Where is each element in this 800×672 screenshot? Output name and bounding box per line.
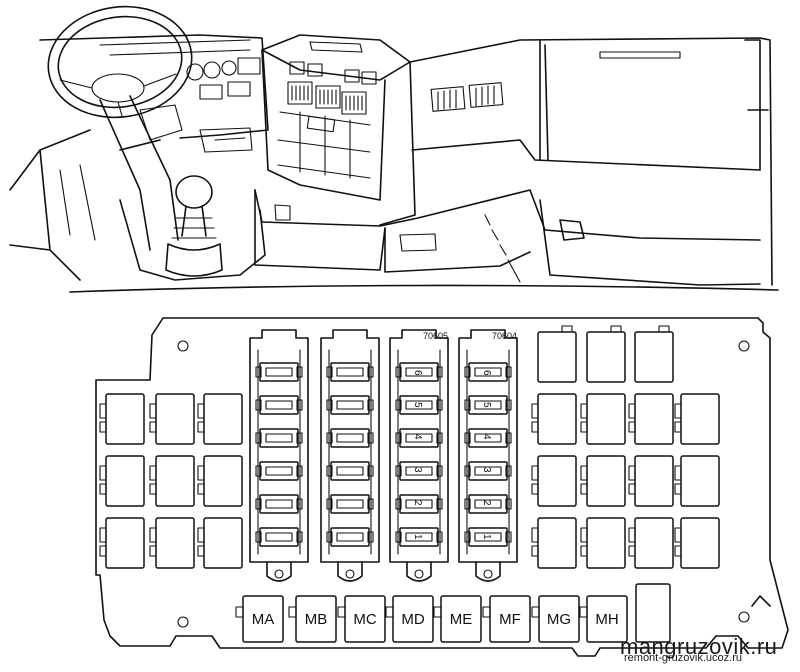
relay-label: MA: [252, 611, 275, 628]
fuse-number: 3: [481, 467, 492, 473]
steering-column: [99, 95, 179, 251]
relay-socket: [634, 325, 674, 383]
relay-row-bottom: MA MB MC MD ME: [235, 583, 671, 643]
relay-ma: MA: [235, 595, 284, 643]
relay-md: MD: [385, 595, 434, 643]
relay-label: MC: [353, 611, 376, 628]
fuse-holder-block: [320, 329, 380, 582]
fuse-number: 6: [481, 370, 492, 376]
fuse-number: 4: [481, 434, 492, 440]
fuse-holder-blocks: [249, 329, 518, 582]
relay-socket: [149, 517, 195, 569]
relay-socket: [149, 393, 195, 445]
relay-label: ME: [450, 611, 473, 628]
relay-socket: [628, 517, 674, 569]
fuse-number-labels-right: 6 5 4 3 2 1: [481, 370, 492, 540]
relay-mh: MH: [579, 595, 628, 643]
relay-mc: MC: [337, 595, 386, 643]
centre-console: [261, 34, 416, 226]
relay-socket: [580, 455, 626, 507]
fuse-number: 1: [481, 534, 492, 540]
relay-mg: MG: [531, 595, 580, 643]
relay-socket: [99, 393, 145, 445]
relay-unlabeled: [635, 583, 671, 643]
fuse-number: 3: [412, 467, 423, 473]
fuse-panel: 70605 70604 6 5 4 3 2 1 6 5 4 3 2 1 MA: [95, 317, 789, 657]
cab-dashboard-illustration: [9, 5, 779, 293]
relay-mb: MB: [288, 595, 337, 643]
relay-label: MB: [305, 611, 328, 628]
fuse-number: 5: [412, 402, 423, 408]
relay-socket: [531, 455, 577, 507]
relay-socket: [580, 517, 626, 569]
relay-label: MH: [595, 611, 618, 628]
relay-label: MF: [499, 611, 521, 628]
relay-socket: [586, 325, 626, 383]
fuse-number: 2: [481, 500, 492, 506]
fuse-block-code: 70605: [423, 331, 448, 341]
relay-socket: [99, 517, 145, 569]
relay-socket: [580, 393, 626, 445]
relay-socket: [99, 455, 145, 507]
fuse-number: 5: [481, 402, 492, 408]
watermark-sub: remont-gruzovik.ucoz.ru: [624, 652, 742, 664]
console-vent-grid: [287, 81, 367, 115]
relay-socket: [674, 393, 720, 445]
fuse-number: 4: [412, 434, 423, 440]
relay-socket: [537, 325, 577, 383]
fuse-location-pointer: [484, 214, 521, 283]
mounting-hole: [738, 340, 750, 352]
mounting-hole: [177, 616, 189, 628]
fuse-number: 6: [412, 370, 423, 376]
relay-mf: MF: [482, 595, 531, 643]
mounting-hole: [738, 611, 750, 623]
relay-socket: [197, 393, 243, 445]
relay-socket: [674, 455, 720, 507]
relay-socket: [197, 455, 243, 507]
fuse-number: 2: [412, 500, 423, 506]
relay-sockets: [99, 325, 720, 569]
fuse-holder-block: [249, 329, 309, 582]
relay-socket: [628, 455, 674, 507]
fuse-number-labels-left: 6 5 4 3 2 1: [412, 370, 423, 540]
relay-label: MD: [401, 611, 424, 628]
relay-socket: [531, 393, 577, 445]
relay-socket: [674, 517, 720, 569]
dash-vents-right: [430, 82, 504, 112]
gear-lever: [165, 175, 223, 277]
fuse-holder-block: [458, 329, 518, 582]
relay-socket: [628, 393, 674, 445]
relay-socket: [197, 517, 243, 569]
fuse-block-code: 70604: [492, 331, 517, 341]
fuse-number: 1: [412, 534, 423, 540]
mounting-hole: [177, 340, 189, 352]
relay-me: ME: [433, 595, 482, 643]
fuse-panel-outline: [95, 317, 789, 657]
relay-socket: [149, 455, 195, 507]
relay-socket: [531, 517, 577, 569]
fuse-holder-block: [389, 329, 449, 582]
relay-label: MG: [547, 611, 571, 628]
watermark-main: mangruzovik.ru: [620, 634, 778, 659]
